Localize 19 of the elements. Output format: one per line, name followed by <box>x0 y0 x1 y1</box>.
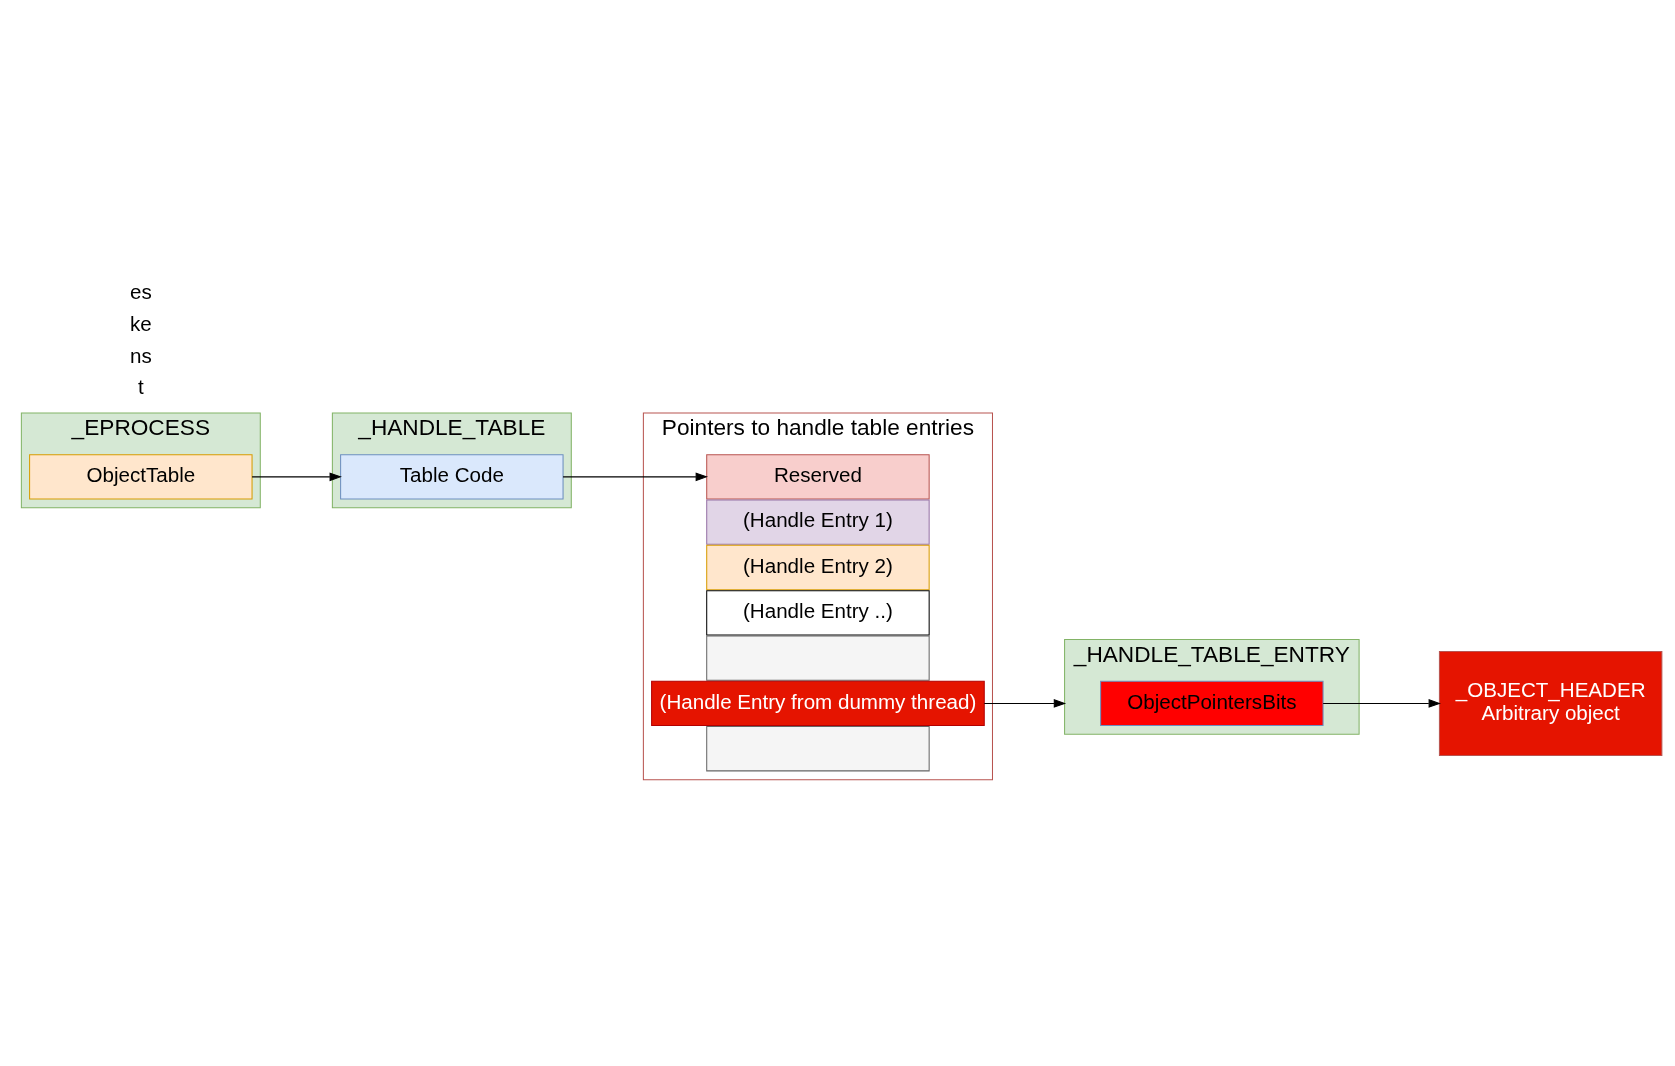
node-box: _OBJECT_HEADER Arbitrary object <box>1438 650 1663 756</box>
node-box: ObjectPointersBits <box>1100 680 1324 727</box>
label: ns <box>129 343 152 367</box>
arrow <box>1322 699 1441 708</box>
node-box <box>706 635 930 681</box>
node-box: Reserved <box>706 454 930 500</box>
label: es <box>129 279 152 303</box>
node-box <box>706 726 930 772</box>
arrow <box>251 472 342 482</box>
arrow <box>562 472 708 482</box>
label: ke <box>129 311 152 335</box>
label: t <box>137 375 144 399</box>
node-box: Table Code <box>340 454 564 500</box>
node-box: (Handle Entry from dummy thread) <box>651 680 985 727</box>
node-box: (Handle Entry 2) <box>706 544 930 591</box>
node-box: (Handle Entry ..) <box>706 590 930 636</box>
node-box: (Handle Entry 1) <box>706 499 930 545</box>
node-box: ObjectTable <box>29 454 253 500</box>
arrow <box>983 699 1067 708</box>
